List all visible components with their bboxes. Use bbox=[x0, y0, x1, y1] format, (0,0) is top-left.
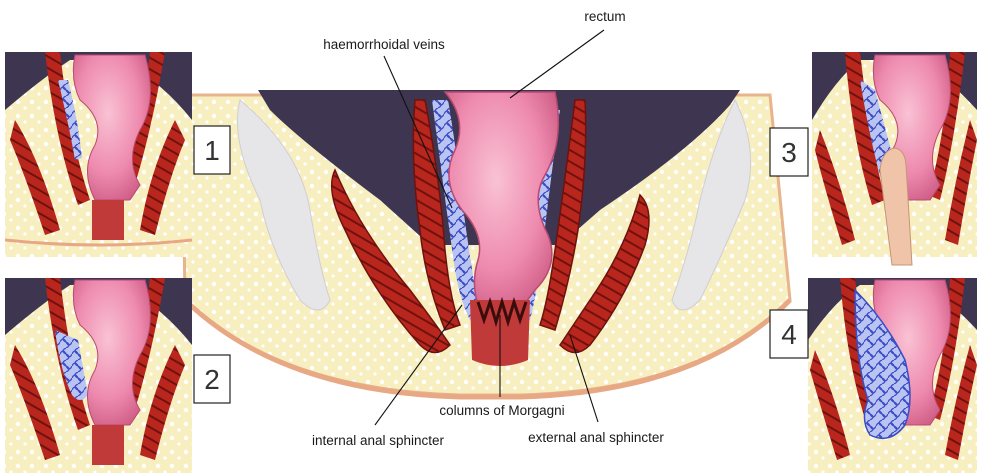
panel-number-box-2: 2 bbox=[194, 355, 230, 403]
panel-3 bbox=[812, 52, 977, 265]
panel-1 bbox=[5, 52, 192, 257]
label-columns-of-morgagni: columns of Morgagni bbox=[439, 403, 564, 418]
label-rectum: rectum bbox=[584, 9, 625, 24]
label-internal-anal-sphincter: internal anal sphincter bbox=[312, 433, 445, 448]
panel-number-box-3: 3 bbox=[770, 128, 808, 176]
panel-number-4: 4 bbox=[781, 319, 797, 350]
panel-number-3: 3 bbox=[781, 137, 797, 168]
label-haemorrhoidal-veins: haemorrhoidal veins bbox=[323, 37, 445, 52]
panel-4 bbox=[808, 278, 977, 473]
panel-number-box-4: 4 bbox=[770, 310, 808, 358]
label-external-anal-sphincter: external anal sphincter bbox=[528, 430, 664, 445]
label-rectum-group: rectum bbox=[510, 9, 626, 98]
main-diagram bbox=[182, 90, 790, 397]
panel-number-2: 2 bbox=[204, 364, 220, 395]
panel-2 bbox=[5, 278, 192, 473]
panel-number-1: 1 bbox=[204, 135, 220, 166]
panel-number-box-1: 1 bbox=[194, 126, 230, 174]
